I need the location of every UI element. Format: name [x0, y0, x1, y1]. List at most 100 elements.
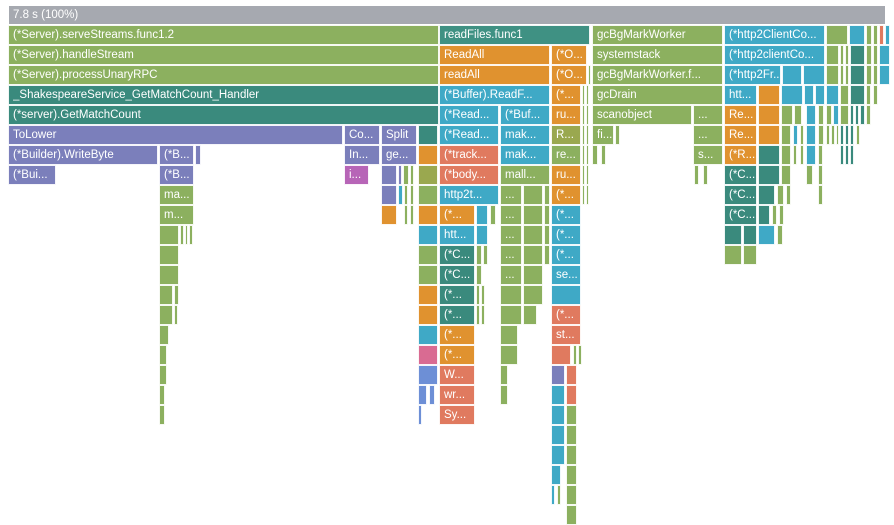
flame-frame-unlabeled[interactable]	[398, 185, 403, 205]
flame-frame-unlabeled[interactable]	[404, 205, 408, 225]
flame-frame-unlabeled[interactable]	[615, 125, 620, 145]
flame-frame[interactable]: (*...	[439, 325, 475, 345]
flame-frame-unlabeled[interactable]	[180, 225, 184, 245]
flame-frame-unlabeled[interactable]	[818, 125, 824, 145]
flame-frame-unlabeled[interactable]	[551, 485, 555, 505]
flame-frame-unlabeled[interactable]	[582, 145, 585, 165]
flame-frame-unlabeled[interactable]	[566, 405, 577, 425]
flame-frame-unlabeled[interactable]	[849, 25, 865, 45]
flame-frame-unlabeled[interactable]	[551, 285, 581, 305]
flame-frame-unlabeled[interactable]	[578, 345, 582, 365]
flame-frame-unlabeled[interactable]	[826, 65, 839, 85]
flame-frame[interactable]: readAll	[439, 65, 550, 85]
flame-frame-unlabeled[interactable]	[551, 365, 565, 385]
flame-frame-unlabeled[interactable]	[866, 45, 872, 65]
flame-frame-unlabeled[interactable]	[544, 225, 550, 245]
flame-frame[interactable]: Re...	[724, 105, 757, 125]
flame-frame-unlabeled[interactable]	[781, 105, 793, 125]
flame-frame-unlabeled[interactable]	[523, 305, 537, 325]
flame-frame-unlabeled[interactable]	[544, 185, 550, 205]
flame-frame[interactable]: se...	[551, 265, 581, 285]
flame-frame-unlabeled[interactable]	[845, 65, 849, 85]
flame-frame-unlabeled[interactable]	[855, 105, 859, 125]
flame-frame-unlabeled[interactable]	[758, 105, 780, 125]
flame-frame[interactable]: (*Bui...	[8, 165, 56, 185]
flame-frame-unlabeled[interactable]	[793, 145, 797, 165]
flame-frame[interactable]: ToLower	[8, 125, 343, 145]
flame-frame-unlabeled[interactable]	[418, 365, 438, 385]
flame-frame-unlabeled[interactable]	[551, 385, 565, 405]
flame-frame[interactable]: (*http2ClientCo...	[724, 25, 825, 45]
flame-frame-unlabeled[interactable]	[826, 125, 830, 145]
flame-frame-unlabeled[interactable]	[418, 345, 438, 365]
flame-frame-unlabeled[interactable]	[826, 25, 848, 45]
flame-frame[interactable]: (*...	[551, 185, 581, 205]
flame-frame-unlabeled[interactable]	[592, 145, 598, 165]
flame-frame-unlabeled[interactable]	[476, 285, 480, 305]
flame-frame[interactable]: (*...	[551, 85, 581, 105]
flame-frame-unlabeled[interactable]	[159, 405, 165, 425]
flame-frame[interactable]: (*http2Fr...	[724, 65, 781, 85]
flame-frame[interactable]: gcBgMarkWorker	[592, 25, 723, 45]
flame-frame-unlabeled[interactable]	[159, 245, 179, 265]
flame-frame-unlabeled[interactable]	[551, 465, 561, 485]
flame-frame[interactable]: (*Buf...	[500, 105, 550, 125]
flame-frame-unlabeled[interactable]	[845, 125, 849, 145]
flame-frame-unlabeled[interactable]	[845, 45, 849, 65]
flame-frame-unlabeled[interactable]	[806, 105, 816, 125]
flame-frame-unlabeled[interactable]	[566, 385, 577, 405]
flame-frame-unlabeled[interactable]	[418, 385, 427, 405]
flame-frame-unlabeled[interactable]	[586, 85, 589, 105]
flame-frame-unlabeled[interactable]	[743, 225, 757, 245]
flame-frame[interactable]: (*B...	[159, 165, 194, 185]
flame-frame[interactable]: (*C...	[724, 185, 757, 205]
flame-frame[interactable]: (*track...	[439, 145, 499, 165]
flame-frame-unlabeled[interactable]	[772, 205, 777, 225]
flame-frame-unlabeled[interactable]	[159, 365, 167, 385]
flame-frame-unlabeled[interactable]	[381, 165, 397, 185]
flame-frame-unlabeled[interactable]	[429, 385, 435, 405]
flame-frame-unlabeled[interactable]	[866, 85, 871, 105]
flame-frame-unlabeled[interactable]	[174, 305, 178, 325]
flame-frame-unlabeled[interactable]	[840, 105, 849, 125]
flame-frame-unlabeled[interactable]	[410, 165, 414, 185]
flame-frame-unlabeled[interactable]	[544, 245, 550, 265]
flame-frame[interactable]: fi...	[592, 125, 614, 145]
flame-frame-unlabeled[interactable]	[850, 105, 854, 125]
flame-frame-unlabeled[interactable]	[551, 445, 565, 465]
flame-frame[interactable]: (*R...	[724, 145, 757, 165]
flame-frame-unlabeled[interactable]	[758, 165, 780, 185]
flame-frame-unlabeled[interactable]	[476, 245, 482, 265]
flame-frame-unlabeled[interactable]	[189, 225, 193, 245]
flame-frame-unlabeled[interactable]	[500, 325, 518, 345]
flame-frame[interactable]: ru...	[551, 165, 581, 185]
flame-frame[interactable]: (*Read...	[439, 105, 499, 125]
flame-frame-unlabeled[interactable]	[566, 365, 577, 385]
flame-frame-unlabeled[interactable]	[159, 385, 165, 405]
flame-frame-unlabeled[interactable]	[800, 125, 804, 145]
flame-frame-unlabeled[interactable]	[818, 185, 823, 205]
flame-frame-unlabeled[interactable]	[800, 145, 804, 165]
flame-frame-unlabeled[interactable]	[476, 225, 488, 245]
flame-frame[interactable]: re...	[551, 145, 581, 165]
flame-frame-unlabeled[interactable]	[758, 145, 780, 165]
flame-frame-unlabeled[interactable]	[410, 185, 414, 205]
flame-frame-unlabeled[interactable]	[850, 65, 865, 85]
flame-frame-unlabeled[interactable]	[418, 145, 438, 165]
flame-frame-unlabeled[interactable]	[703, 165, 708, 185]
flame-frame[interactable]: (*C...	[724, 205, 757, 225]
flame-frame-unlabeled[interactable]	[418, 305, 438, 325]
flame-frame-unlabeled[interactable]	[523, 185, 543, 205]
flame-frame-unlabeled[interactable]	[557, 485, 561, 505]
flame-frame-unlabeled[interactable]	[758, 225, 775, 245]
flame-frame-unlabeled[interactable]	[476, 205, 488, 225]
flame-frame-unlabeled[interactable]	[566, 505, 577, 525]
flame-frame-unlabeled[interactable]	[806, 145, 816, 165]
flame-frame-unlabeled[interactable]	[836, 125, 839, 145]
flame-frame-unlabeled[interactable]	[850, 125, 854, 145]
flame-frame-unlabeled[interactable]	[566, 445, 577, 465]
flame-frame[interactable]: In...	[344, 145, 380, 165]
flame-frame[interactable]: W...	[439, 365, 475, 385]
flame-frame[interactable]: ...	[500, 205, 522, 225]
